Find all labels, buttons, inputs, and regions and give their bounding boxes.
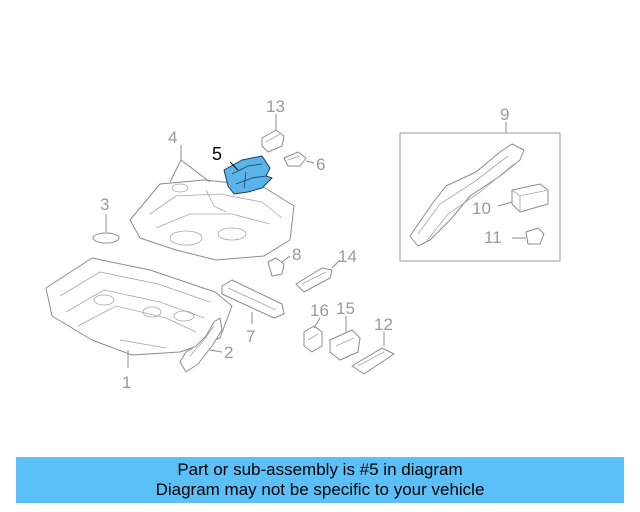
- info-banner: Part or sub-assembly is #5 in diagram Di…: [16, 457, 624, 503]
- part-14-bracket[interactable]: [295, 267, 333, 293]
- part-8-small-bracket[interactable]: [267, 257, 285, 277]
- part-16-bracket[interactable]: [303, 325, 323, 353]
- callout-10: 10: [472, 199, 491, 218]
- part-4-rear-floor-pan[interactable]: [129, 179, 295, 261]
- part-5-highlighted-bracket[interactable]: [223, 155, 273, 195]
- part-15-bracket[interactable]: [329, 329, 361, 361]
- callout-14: 14: [338, 247, 357, 266]
- callout-2: 2: [224, 343, 233, 362]
- callout-7: 7: [246, 327, 255, 346]
- callout-9: 9: [500, 105, 509, 124]
- part-12-rail-piece[interactable]: [351, 347, 395, 375]
- callout-6: 6: [316, 155, 325, 174]
- part-1-front-floor-pan[interactable]: [45, 257, 233, 356]
- part-10-box-piece[interactable]: [511, 183, 549, 213]
- callout-1: 1: [122, 373, 131, 392]
- part-13-bracket[interactable]: [261, 129, 285, 153]
- callout-13: 13: [266, 97, 285, 116]
- callout-16: 16: [310, 301, 329, 320]
- banner-line-1: Part or sub-assembly is #5 in diagram: [177, 460, 463, 479]
- part-3-plug[interactable]: [92, 232, 120, 244]
- callout-11: 11: [484, 228, 502, 247]
- part-2-bracket[interactable]: [179, 317, 223, 373]
- parts-diagram: 1 2 3 4 5 6 7: [45, 97, 561, 392]
- callout-4: 4: [168, 128, 177, 147]
- callout-3: 3: [100, 195, 109, 214]
- part-7-rail[interactable]: [221, 279, 285, 319]
- callout-15: 15: [336, 299, 355, 318]
- banner-line-2: Diagram may not be specific to your vehi…: [155, 480, 485, 499]
- part-11-small-clip[interactable]: [525, 227, 545, 245]
- part-9-box: [399, 132, 561, 262]
- callout-8: 8: [292, 245, 301, 264]
- callout-5: 5: [212, 144, 222, 164]
- part-6-clip[interactable]: [283, 151, 307, 167]
- callout-12: 12: [374, 315, 393, 334]
- part-9-side-member[interactable]: [409, 143, 525, 247]
